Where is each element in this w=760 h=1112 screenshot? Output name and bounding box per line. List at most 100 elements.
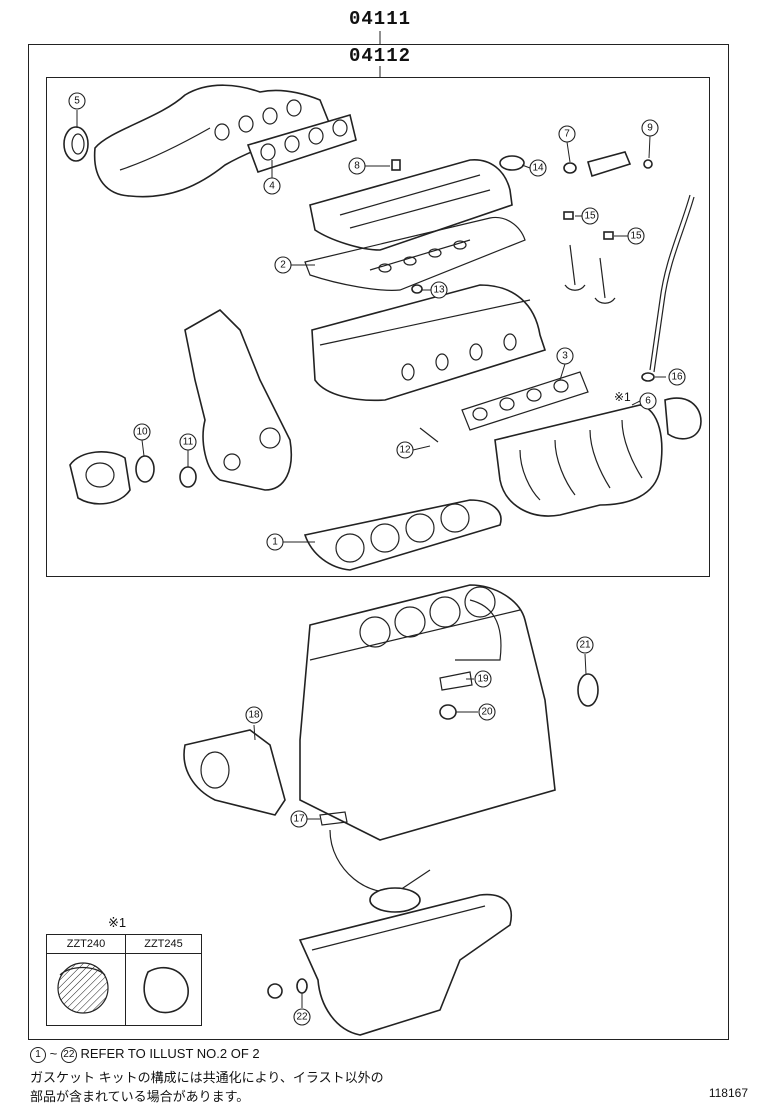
rear-crankshaft-seal — [577, 673, 599, 707]
outer-frame — [28, 44, 729, 1040]
callout-3: 3 — [556, 347, 574, 365]
callout-14: 14 — [529, 159, 547, 177]
svg-text:19: 19 — [477, 674, 489, 685]
kit-code-04111: 04111 — [348, 8, 411, 30]
callout-15a: 15 — [581, 207, 599, 225]
injector-o-ring — [563, 162, 577, 174]
svg-text:4: 4 — [269, 181, 275, 192]
callout-4: 4 — [263, 177, 281, 195]
legend-zzt240-gasket — [57, 962, 109, 1014]
oil-pump-o-ring — [439, 704, 457, 720]
callout-22: 22 — [293, 1008, 311, 1026]
valve — [594, 257, 616, 304]
svg-text:16: 16 — [671, 372, 683, 383]
footnote-japanese-line-2: 部品が含まれている場合があります。 — [30, 1089, 250, 1104]
callout-21: 21 — [576, 636, 594, 654]
callout-13: 13 — [430, 281, 448, 299]
valve-stem-seal — [563, 211, 574, 220]
crankshaft-front-seal — [179, 466, 197, 488]
fuel-injector — [587, 151, 632, 178]
legend-star-mark: ※1 — [108, 915, 127, 930]
svg-text:1: 1 — [272, 537, 278, 548]
callout-7: 7 — [558, 125, 576, 143]
illustration-number: 118167 — [708, 1086, 748, 1100]
oil-pan — [298, 893, 512, 1036]
svg-text:8: 8 — [354, 161, 360, 172]
legend-divider — [125, 953, 126, 1025]
callout-11: 11 — [179, 433, 197, 451]
range-end-badge: 22 — [60, 1046, 77, 1063]
callout-9: 9 — [641, 119, 659, 137]
exhaust-manifold-gasket — [246, 113, 357, 173]
callout-20: 20 — [478, 703, 496, 721]
range-tilde: ~ — [49, 1046, 58, 1061]
head-cover-gasket — [304, 216, 526, 291]
exhaust-manifold — [93, 84, 332, 198]
oil-strainer-gasket — [319, 811, 348, 826]
water-pump-o-ring — [135, 455, 155, 483]
star-note-mark: ※1 — [614, 390, 631, 404]
rear-oil-seal-retainer — [183, 729, 286, 816]
spark-plug-tube-seal — [391, 159, 401, 171]
oil-filler-cap-gasket — [499, 155, 525, 171]
footnote-japanese-line-1: ガスケット キットの構成には共通化により、イラスト以外の — [30, 1070, 384, 1085]
svg-text:15: 15 — [630, 231, 642, 242]
svg-text:13: 13 — [433, 285, 445, 296]
drain-plug-gasket — [296, 978, 308, 994]
svg-text:7: 7 — [564, 129, 570, 140]
valve-stem-seal — [603, 231, 614, 240]
svg-text:18: 18 — [248, 710, 260, 721]
cylinder-head — [311, 284, 547, 402]
svg-text:5: 5 — [74, 96, 80, 107]
svg-text:22: 22 — [296, 1012, 308, 1023]
legend-zzt245-gasket — [143, 966, 189, 1014]
dipstick-guide — [649, 194, 691, 371]
legend-column-zzt245: ZZT245 — [125, 935, 202, 954]
svg-text:9: 9 — [647, 123, 653, 134]
svg-text:20: 20 — [481, 707, 493, 718]
cylinder-head-cover — [309, 159, 513, 251]
kit-code-04112: 04112 — [348, 45, 411, 67]
cylinder-head-gasket — [303, 499, 502, 571]
leader-lines — [76, 110, 666, 1008]
callout-19: 19 — [474, 670, 492, 688]
oil-outlet-gasket — [439, 671, 473, 691]
camshaft-plug-seal — [411, 284, 423, 294]
applicability-legend-table: ZZT240 ZZT245 — [46, 934, 202, 1026]
cylinder-block — [299, 584, 556, 841]
timing-chain-cover — [184, 309, 292, 491]
callout-1: 1 — [266, 533, 284, 551]
svg-text:2: 2 — [280, 260, 286, 271]
callout-15b: 15 — [627, 227, 645, 245]
inner-frame — [46, 77, 710, 577]
callout-5: 5 — [68, 92, 86, 110]
throttle-body-gasket — [664, 397, 702, 440]
bolt-with-seal — [419, 427, 439, 443]
callout-10: 10 — [133, 423, 151, 441]
callout-6: 6 — [639, 392, 657, 410]
svg-text:3: 3 — [562, 351, 568, 362]
legend-column-zzt240: ZZT240 — [47, 935, 126, 954]
svg-text:17: 17 — [293, 814, 305, 825]
intake-manifold — [494, 404, 663, 517]
callout-8: 8 — [348, 157, 366, 175]
exhaust-ring-gasket — [63, 126, 89, 162]
footnote-refer-illust: 1 ~ 22 REFER TO ILLUST NO.2 OF 2 — [30, 1046, 260, 1063]
callout-18: 18 — [245, 706, 263, 724]
footnote-refer-text: REFER TO ILLUST NO.2 OF 2 — [80, 1046, 260, 1061]
callout-2: 2 — [274, 256, 292, 274]
injector-seal — [643, 159, 653, 169]
callout-17: 17 — [290, 810, 308, 828]
range-start-badge: 1 — [30, 1046, 46, 1063]
water-pump — [69, 451, 131, 505]
svg-text:10: 10 — [136, 427, 148, 438]
svg-text:21: 21 — [579, 640, 591, 651]
svg-text:12: 12 — [399, 445, 411, 456]
callout-16: 16 — [668, 368, 686, 386]
dipstick-guide-o-ring — [641, 372, 655, 382]
svg-text:15: 15 — [584, 211, 596, 222]
intake-manifold-gasket — [461, 371, 589, 431]
svg-text:14: 14 — [532, 163, 544, 174]
svg-text:11: 11 — [183, 437, 194, 448]
